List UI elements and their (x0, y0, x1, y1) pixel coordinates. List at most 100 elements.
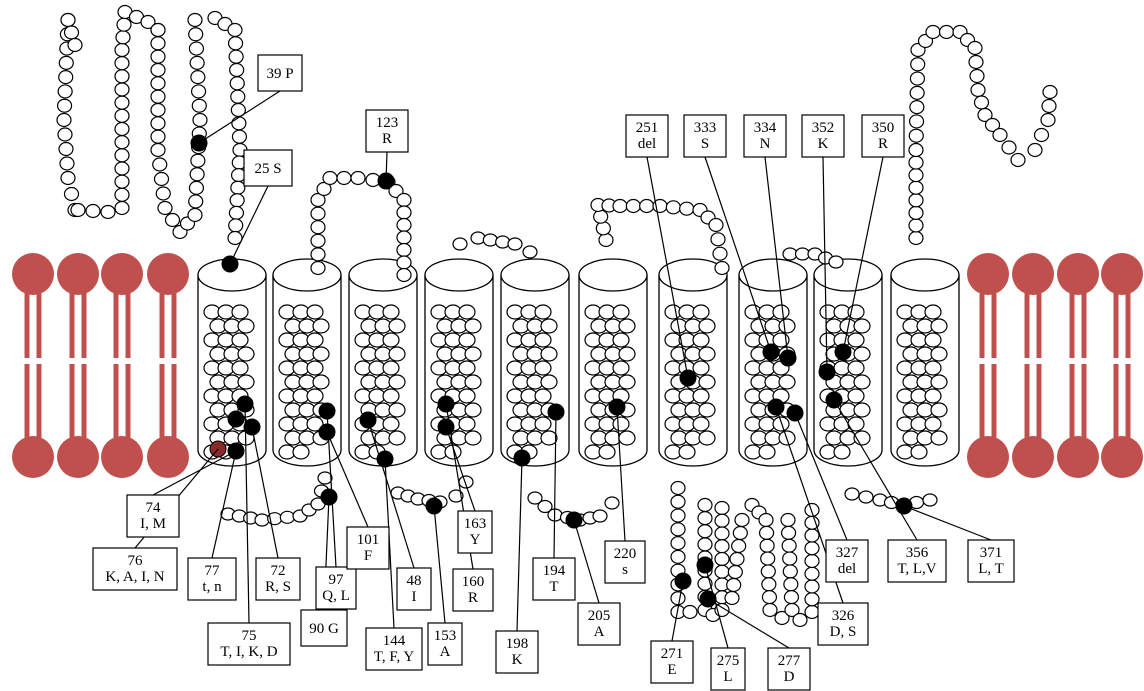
residue (114, 69, 130, 84)
label-text: 48 (407, 573, 422, 589)
label-text: 251 (636, 120, 659, 136)
residue (679, 201, 695, 216)
helix-residue-group (819, 304, 871, 460)
residue (396, 192, 412, 208)
residue (910, 444, 928, 460)
label-text: 198 (506, 636, 529, 652)
residue (388, 183, 404, 199)
label-box (452, 568, 494, 612)
residue-chain (714, 497, 790, 626)
residue (150, 49, 166, 64)
residue (909, 71, 926, 86)
residue-chain (150, 10, 248, 246)
residue (761, 590, 778, 605)
residue (192, 112, 208, 128)
residue (908, 128, 924, 143)
helix-residue-group (506, 304, 558, 460)
residue (227, 36, 244, 51)
residue-chain (780, 502, 820, 628)
residue (114, 187, 130, 202)
residue (350, 170, 366, 186)
residue (150, 116, 166, 131)
residue (522, 245, 538, 259)
residue (534, 332, 552, 348)
label-text: R (878, 136, 888, 152)
label-box (767, 647, 811, 691)
residue (908, 180, 924, 195)
mutation-label: 39 P (257, 54, 303, 92)
label-text: L (723, 669, 732, 685)
label-box (243, 149, 293, 187)
residue (114, 108, 130, 123)
residue (729, 551, 745, 567)
label-text: E (667, 662, 676, 678)
residue (470, 231, 486, 245)
leader-line (367, 419, 415, 569)
label-box (650, 640, 694, 684)
residue (85, 203, 101, 219)
residue (310, 260, 326, 276)
residue (312, 318, 330, 334)
label-text: Q, L (322, 588, 350, 604)
residue (187, 207, 203, 223)
label-box (825, 539, 869, 583)
residue (58, 141, 74, 157)
residue (618, 374, 636, 390)
residue (678, 444, 696, 460)
residue (853, 402, 871, 418)
leader-line (445, 426, 476, 512)
label-box (801, 114, 845, 158)
residue (760, 564, 776, 579)
residue-chain (908, 24, 1058, 246)
residue (382, 416, 400, 432)
label-box (300, 609, 348, 647)
label-text: D, S (830, 624, 857, 640)
residue (115, 30, 131, 45)
label-text: 97 (329, 572, 345, 588)
residue (970, 82, 986, 98)
residue (761, 577, 777, 592)
residue (804, 528, 820, 543)
residue (1042, 84, 1058, 100)
residue (396, 217, 412, 233)
residue (292, 444, 310, 460)
label-box (255, 557, 301, 601)
mutation-label: 48I (396, 567, 432, 611)
residue (924, 416, 942, 432)
residue (458, 388, 476, 404)
label-text: Y (470, 532, 481, 548)
mutation-label: 75T, I, K, D (207, 622, 291, 666)
residue (908, 168, 924, 183)
residue (114, 200, 130, 216)
residue (157, 200, 173, 216)
residue-chains (56, 4, 1058, 628)
residue (382, 360, 400, 376)
label-text: 77 (205, 563, 221, 579)
residue (464, 430, 482, 446)
residue (639, 198, 655, 214)
label-text: K (818, 136, 829, 152)
helix-residue-group (354, 304, 406, 460)
residue (1033, 127, 1050, 143)
residue (727, 564, 743, 580)
lipid-molecule (1057, 253, 1099, 478)
residue (67, 37, 83, 53)
residue (698, 430, 716, 446)
residue-chain (590, 197, 730, 276)
leader-line (704, 564, 729, 649)
residue (114, 42, 130, 58)
residue (665, 200, 681, 215)
residue (1010, 152, 1026, 168)
label-text: s (622, 562, 628, 578)
residue (60, 170, 76, 186)
residue (70, 202, 86, 218)
residue (150, 62, 166, 78)
lipid-molecule (101, 253, 143, 478)
